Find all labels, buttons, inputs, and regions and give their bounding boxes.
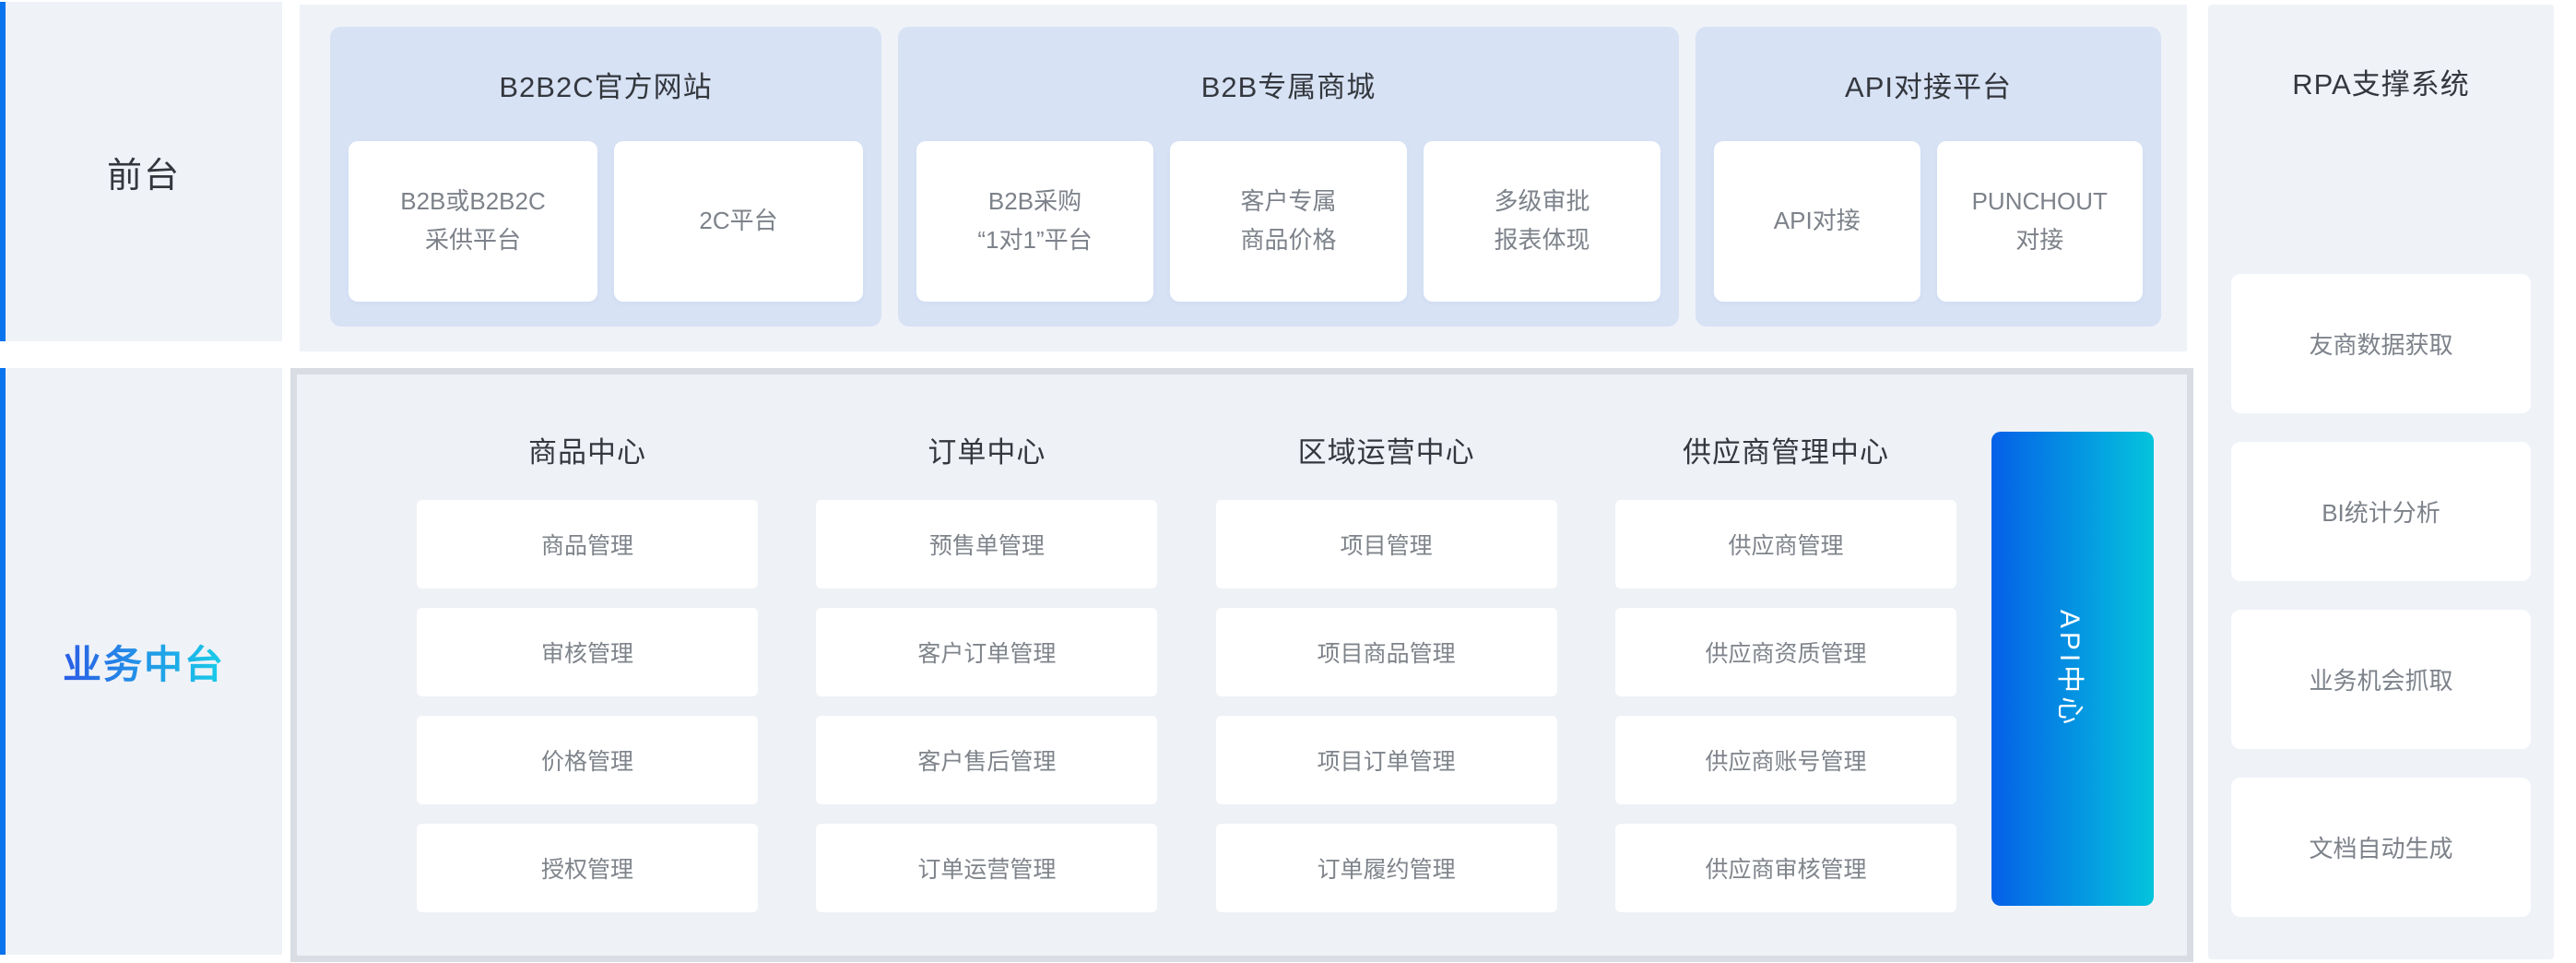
group-b2b-mall: B2B专属商城 B2B采购 “1对1”平台 客户专属 商品价格 多级审批 报表体…	[898, 27, 1679, 327]
api-center-bar: API中心	[1991, 432, 2154, 906]
api-center-label: API中心	[2053, 609, 2085, 729]
group-title: API对接平台	[1845, 70, 2012, 103]
group-cards: B2B采购 “1对1”平台 客户专属 商品价格 多级审批 报表体现	[916, 141, 1660, 302]
front-card: PUNCHOUT 对接	[1936, 141, 2143, 302]
center-order: 订单中心 预售单管理 客户订单管理 客户售后管理 订单运营管理	[816, 421, 1158, 932]
middle-stage-label: 业务中台	[63, 634, 225, 690]
rpa-support-panel: RPA支撑系统 友商数据获取 BI统计分析 业务机会抓取 文档自动生成	[2208, 5, 2554, 959]
center-product: 商品中心 商品管理 审核管理 价格管理 授权管理	[417, 421, 758, 932]
center-supplier-management: 供应商管理中心 供应商管理 供应商资质管理 供应商账号管理 供应商审核管理	[1614, 421, 1956, 932]
business-middle-platform-section: 商品中心 商品管理 审核管理 价格管理 授权管理 订单中心 预售单管理 客户订单…	[290, 368, 2193, 962]
center-card: 供应商审核管理	[1614, 824, 1956, 912]
rpa-card: BI统计分析	[2231, 442, 2531, 581]
center-card: 供应商资质管理	[1614, 608, 1956, 696]
rpa-cards: 友商数据获取 BI统计分析 业务机会抓取 文档自动生成	[2231, 274, 2531, 917]
center-card: 项目订单管理	[1215, 716, 1557, 804]
rpa-panel-title: RPA支撑系统	[2292, 67, 2470, 101]
front-stage-label: 前台	[106, 156, 181, 196]
rpa-card: 文档自动生成	[2231, 778, 2531, 917]
center-card: 供应商账号管理	[1614, 716, 1956, 804]
front-card: B2B或B2B2C 采供平台	[349, 141, 597, 302]
group-b2b2c-website: B2B2C官方网站 B2B或B2B2C 采供平台 2C平台	[330, 27, 881, 327]
center-card: 供应商管理	[1614, 500, 1956, 588]
center-title: 商品中心	[528, 435, 646, 469]
center-card: 审核管理	[417, 608, 758, 696]
group-api-platform: API对接平台 API对接 PUNCHOUT 对接	[1696, 27, 2161, 327]
group-title: B2B2C官方网站	[499, 70, 713, 103]
front-card: B2B采购 “1对1”平台	[916, 141, 1153, 302]
front-card: 多级审批 报表体现	[1424, 141, 1660, 302]
center-card: 授权管理	[417, 824, 758, 912]
center-card: 订单履约管理	[1215, 824, 1557, 912]
center-title: 供应商管理中心	[1682, 435, 1889, 469]
front-card: 客户专属 商品价格	[1170, 141, 1407, 302]
rpa-card: 友商数据获取	[2231, 274, 2531, 413]
center-card: 价格管理	[417, 716, 758, 804]
rpa-card: 业务机会抓取	[2231, 610, 2531, 749]
center-card: 客户售后管理	[816, 716, 1158, 804]
center-title: 区域运营中心	[1297, 435, 1475, 469]
front-stage-section: B2B2C官方网站 B2B或B2B2C 采供平台 2C平台 B2B专属商城 B2…	[300, 5, 2187, 351]
center-columns: 商品中心 商品管理 审核管理 价格管理 授权管理 订单中心 预售单管理 客户订单…	[417, 421, 1956, 932]
middle-stage-panel: 业务中台	[0, 368, 282, 955]
group-cards: B2B或B2B2C 采供平台 2C平台	[349, 141, 863, 302]
center-title: 订单中心	[928, 435, 1046, 469]
front-card: API对接	[1714, 141, 1920, 302]
center-card: 预售单管理	[816, 500, 1158, 588]
front-stage-panel: 前台	[0, 2, 282, 341]
center-card: 商品管理	[417, 500, 758, 588]
center-card: 项目商品管理	[1215, 608, 1557, 696]
front-card: 2C平台	[614, 141, 863, 302]
center-card: 订单运营管理	[816, 824, 1158, 912]
group-title: B2B专属商城	[1200, 70, 1377, 103]
group-cards: API对接 PUNCHOUT 对接	[1714, 141, 2143, 302]
center-card: 项目管理	[1215, 500, 1557, 588]
center-region-operation: 区域运营中心 项目管理 项目商品管理 项目订单管理 订单履约管理	[1215, 421, 1557, 932]
center-card: 客户订单管理	[816, 608, 1158, 696]
